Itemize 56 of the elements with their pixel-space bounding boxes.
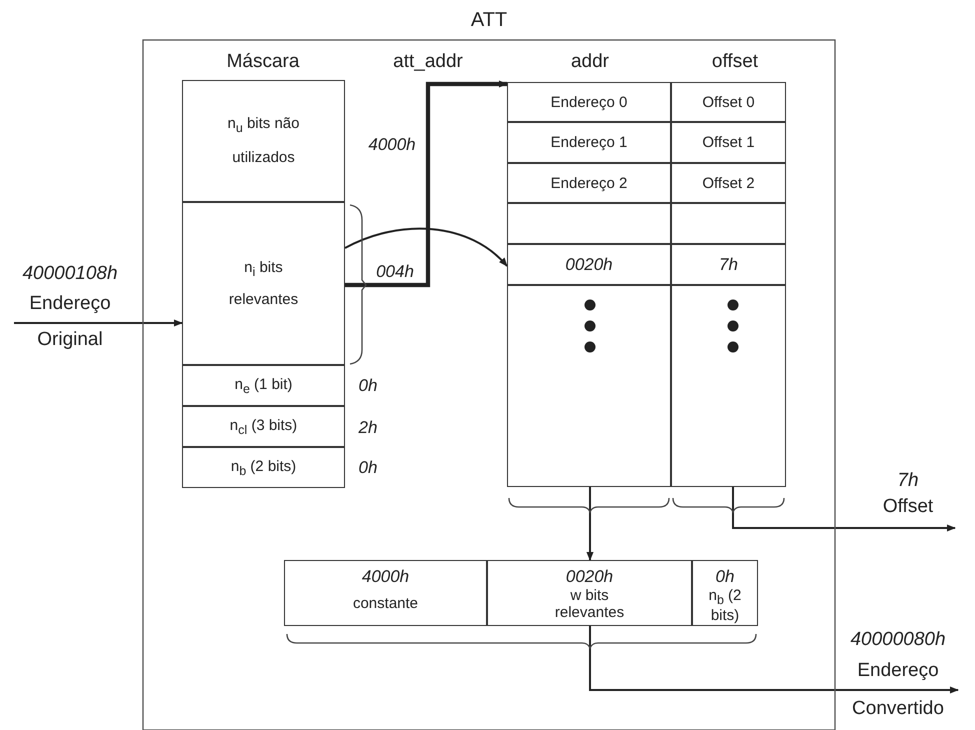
cell-text: constante bbox=[352, 595, 418, 612]
table-cell bbox=[507, 285, 671, 487]
cell-text: Endereço 2 bbox=[550, 174, 628, 192]
table-cell bbox=[671, 244, 786, 285]
cell-text: Offset 0 bbox=[702, 94, 755, 110]
bit-field-cell bbox=[182, 447, 345, 488]
signal-value: 40000108h bbox=[22, 262, 118, 286]
cell-text: Endereço 0 bbox=[550, 94, 628, 110]
table-cell bbox=[671, 122, 786, 163]
column-header: addr bbox=[570, 51, 610, 73]
register-field bbox=[487, 560, 692, 626]
table-cell bbox=[507, 82, 671, 122]
bit-field-cell bbox=[182, 406, 345, 447]
table-cell bbox=[507, 122, 671, 163]
table-cell bbox=[507, 203, 671, 244]
bit-field-cell bbox=[182, 80, 345, 202]
table-cell bbox=[507, 163, 671, 203]
bit-field-cell bbox=[182, 202, 345, 365]
cell-text: n$_{i}$ bits relevantes bbox=[228, 258, 300, 310]
hex-value: 0h bbox=[716, 567, 734, 587]
cell-text: n$_{e}$ (1 bit) bbox=[234, 376, 292, 396]
register-field bbox=[692, 560, 758, 626]
register-field bbox=[284, 560, 487, 626]
signal-name: Offset bbox=[882, 495, 934, 519]
column-header: Máscara bbox=[226, 51, 300, 73]
hex-value: 4000h bbox=[362, 567, 410, 587]
table-cell bbox=[671, 285, 786, 487]
hex-value: 0020h bbox=[566, 567, 614, 587]
table-cell bbox=[671, 82, 786, 122]
cell-text: n$_{b}$ (2 bits) bbox=[230, 458, 296, 478]
hex-value: 0020h bbox=[565, 254, 613, 274]
cell-text: n$_{b}$ (2 bits) bbox=[708, 587, 742, 624]
frame-title: ATT bbox=[470, 9, 508, 32]
arrow bbox=[589, 626, 959, 694]
arrow bbox=[586, 487, 594, 561]
signal-name: Endereço Convertido bbox=[851, 659, 945, 721]
column-header: offset bbox=[712, 51, 758, 73]
cell-text: n$_{u}$ bits não utilizados bbox=[226, 114, 300, 168]
hex-value: 7h bbox=[719, 254, 738, 274]
arrow bbox=[14, 319, 183, 327]
table-cell bbox=[671, 203, 786, 244]
arrow bbox=[345, 80, 508, 288]
curved-arrow bbox=[344, 228, 508, 267]
signal-value: 7h bbox=[897, 469, 919, 493]
table-cell bbox=[671, 163, 786, 203]
cell-text: n$_{cl}$ (3 bits) bbox=[230, 416, 298, 436]
cell-text: Offset 1 bbox=[702, 134, 755, 151]
cell-text: w bits relevantes bbox=[554, 587, 626, 621]
signal-value: 40000080h bbox=[850, 628, 946, 652]
cell-text: Offset 2 bbox=[702, 174, 755, 192]
column-header: att_addr bbox=[393, 51, 463, 73]
signal-name: Endereço Original bbox=[28, 292, 112, 352]
table-cell bbox=[507, 244, 671, 285]
bit-field-cell bbox=[182, 365, 345, 406]
arrow bbox=[732, 487, 956, 532]
cell-text: Endereço 1 bbox=[550, 134, 628, 151]
